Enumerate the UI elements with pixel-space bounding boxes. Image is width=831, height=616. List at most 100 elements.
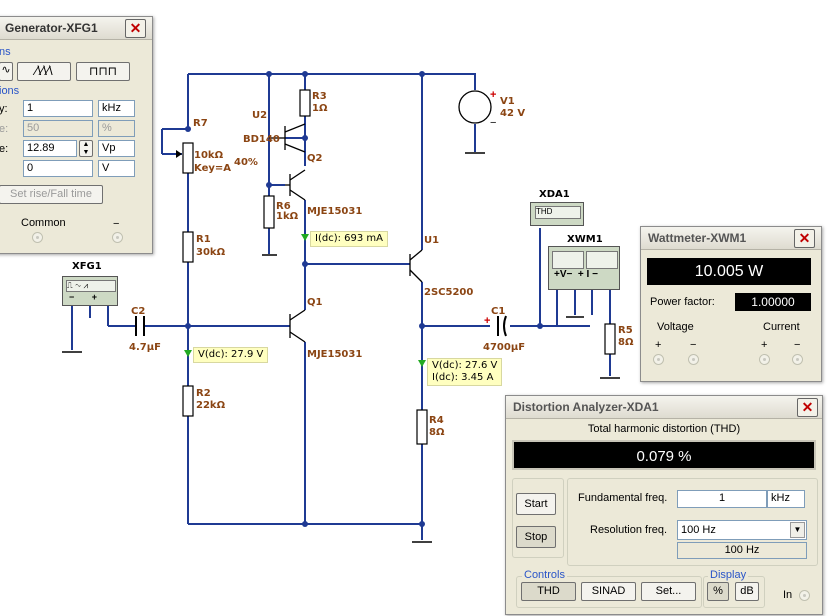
- r7-percent: 40%: [234, 157, 258, 168]
- svg-text:+: +: [490, 89, 496, 101]
- distortion-analyzer-title: Distortion Analyzer-XDA1: [513, 400, 659, 414]
- capacitors: [135, 315, 507, 337]
- current-minus-terminal[interactable]: [792, 354, 803, 365]
- frequency-unit-field[interactable]: kHz: [98, 100, 135, 117]
- wattmeter-window[interactable]: Wattmeter-XWM1 ✕ 10.005 W Power factor: …: [640, 226, 822, 382]
- input-terminal[interactable]: [799, 590, 810, 601]
- sine-wave-button[interactable]: ∿: [0, 62, 13, 81]
- offset-unit-field[interactable]: V: [98, 160, 135, 177]
- r5-body: [604, 323, 616, 355]
- voltage-label: Voltage: [657, 321, 694, 333]
- r2-body: [182, 385, 194, 417]
- stop-button[interactable]: Stop: [516, 526, 556, 548]
- u2-model: BD140: [243, 134, 280, 145]
- amplitude-input[interactable]: 12.89: [23, 140, 77, 157]
- r3-body: [299, 89, 311, 117]
- u2-ref: U2: [252, 110, 267, 121]
- triangle-wave-button[interactable]: ⁄\⁄\⁄\: [17, 62, 71, 81]
- thd-mode-button[interactable]: THD: [521, 582, 576, 601]
- common-label: Common: [21, 217, 66, 229]
- r6-ref: R6: [276, 201, 291, 212]
- transistors: [269, 123, 423, 343]
- c1-value: 4700µF: [483, 342, 525, 353]
- frequency-label: y:: [0, 103, 8, 115]
- close-icon[interactable]: ✕: [797, 398, 818, 417]
- r4-body: [416, 409, 428, 445]
- r1-value: 30kΩ: [196, 247, 226, 258]
- duty-cycle-input[interactable]: 50: [23, 120, 93, 137]
- function-generator-window[interactable]: Generator-XFG1 ✕ ns ∿ ⁄\⁄\⁄\ ⊓⊓⊓ ions y:…: [0, 16, 153, 254]
- xda1-instrument-icon[interactable]: THD: [530, 202, 584, 226]
- close-icon[interactable]: ✕: [125, 19, 146, 38]
- start-button[interactable]: Start: [516, 493, 556, 515]
- r7-wiper: [176, 150, 182, 158]
- resistor-bodies: [182, 89, 616, 445]
- minus-terminal-label: −: [113, 218, 120, 230]
- set-button[interactable]: Set...: [641, 582, 696, 601]
- xwm1-instrument-icon[interactable]: +V− + I −: [548, 246, 620, 290]
- offset-input[interactable]: 0: [23, 160, 93, 177]
- fundamental-freq-input[interactable]: 1: [677, 490, 767, 508]
- r2-value: 22kΩ: [196, 400, 226, 411]
- xwm1-label: XWM1: [567, 234, 603, 245]
- distortion-analyzer-window[interactable]: Distortion Analyzer-XDA1 ✕ Total harmoni…: [505, 395, 823, 615]
- xfg1-instrument-icon[interactable]: ⎍∿⩘ − +: [62, 276, 118, 306]
- r5-ref: R5: [618, 325, 633, 336]
- amplitude-unit-field[interactable]: Vp: [98, 140, 135, 157]
- chevron-down-icon[interactable]: ▼: [790, 522, 805, 538]
- fundamental-freq-unit[interactable]: kHz: [767, 490, 805, 508]
- frequency-input[interactable]: 1: [23, 100, 93, 117]
- function-generator-titlebar[interactable]: Generator-XFG1 ✕: [0, 17, 152, 40]
- close-icon[interactable]: ✕: [794, 229, 815, 248]
- fundamental-freq-label: Fundamental freq.: [578, 492, 668, 504]
- r3-ref: R3: [312, 91, 327, 102]
- power-factor-display: 1.00000: [735, 293, 811, 311]
- probe-q2-current: I(dc): 693 mA: [310, 231, 388, 247]
- distortion-analyzer-titlebar[interactable]: Distortion Analyzer-XDA1 ✕: [506, 396, 822, 419]
- r6-value: 1kΩ: [276, 211, 299, 222]
- xda1-screen: THD: [535, 206, 581, 219]
- wattmeter-titlebar[interactable]: Wattmeter-XWM1 ✕: [641, 227, 821, 250]
- voltage-plus-label: +: [655, 339, 662, 351]
- set-rise-fall-button[interactable]: Set rise/Fall time: [0, 185, 103, 204]
- controls-group: [516, 576, 702, 608]
- ground-symbols: [62, 152, 620, 543]
- u1-ref: U1: [424, 235, 439, 246]
- wires: [71, 73, 611, 540]
- q1-model: MJE15031: [307, 349, 362, 360]
- db-display-button[interactable]: dB: [735, 582, 759, 601]
- waveforms-group-label: ns: [0, 46, 11, 58]
- r7-key: Key=A: [194, 163, 231, 174]
- voltage-plus-terminal[interactable]: [653, 354, 664, 365]
- wattmeter-title: Wattmeter-XWM1: [648, 231, 747, 245]
- current-plus-terminal[interactable]: [759, 354, 770, 365]
- r4-ref: R4: [429, 415, 444, 426]
- svg-text:−: −: [490, 117, 496, 129]
- resolution-freq-select[interactable]: 100 Hz ▼: [677, 520, 807, 540]
- thd-heading: Total harmonic distortion (THD): [587, 423, 741, 435]
- xda1-label: XDA1: [539, 189, 570, 200]
- r7-body: [182, 142, 194, 174]
- frequency-settings-group: [567, 478, 818, 566]
- common-terminal[interactable]: [32, 232, 43, 243]
- c2-ref: C2: [131, 306, 145, 317]
- percent-display-button[interactable]: %: [707, 582, 729, 601]
- v1-source: [458, 90, 492, 124]
- duty-cycle-unit-field: %: [98, 120, 135, 137]
- r4-value: 8Ω: [429, 427, 445, 438]
- amplitude-spinner[interactable]: ▲▼: [79, 140, 93, 157]
- r7-ref: R7: [193, 118, 208, 129]
- voltage-minus-terminal[interactable]: [688, 354, 699, 365]
- c2-value: 4.7µF: [129, 342, 161, 353]
- minus-terminal[interactable]: [112, 232, 123, 243]
- sinad-mode-button[interactable]: SINAD: [581, 582, 636, 601]
- c1-ref: C1: [491, 306, 505, 317]
- q2-model: MJE15031: [307, 206, 362, 217]
- svg-text:+: +: [484, 315, 490, 327]
- r1-ref: R1: [196, 234, 211, 245]
- r2-ref: R2: [196, 388, 211, 399]
- current-label: Current: [763, 321, 800, 333]
- square-wave-button[interactable]: ⊓⊓⊓: [76, 62, 130, 81]
- top-rail-wire: [188, 73, 476, 90]
